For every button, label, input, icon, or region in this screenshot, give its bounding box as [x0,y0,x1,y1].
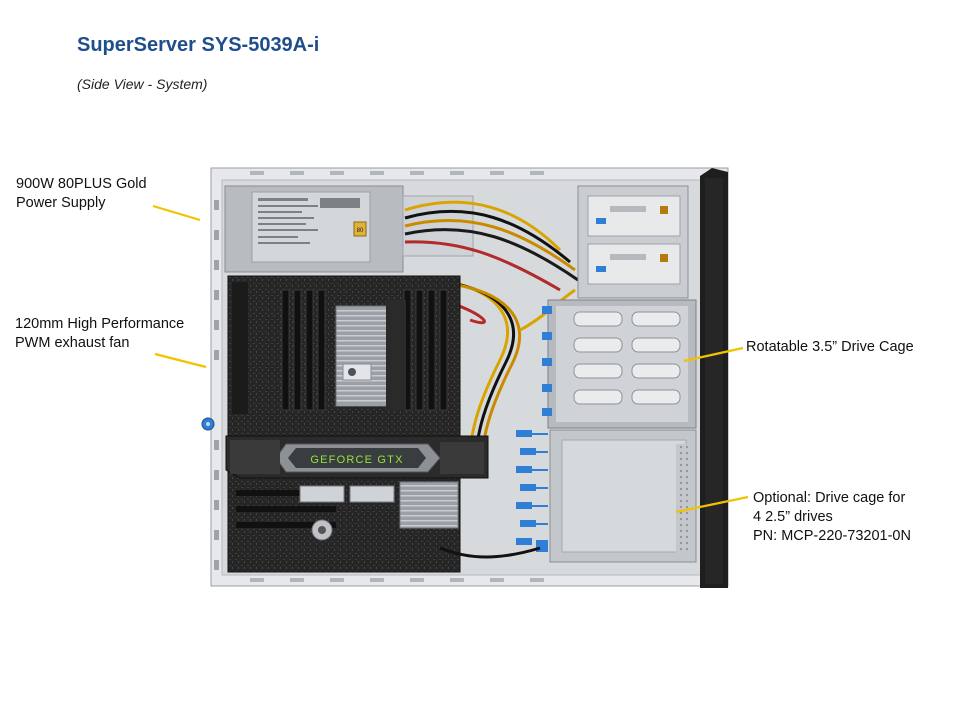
optional-cage-callout-line3: PN: MCP-220-73201-0N [753,528,911,544]
drive-cage-2-5-optional [439,429,697,563]
fan-callout: 120mm High Performance PWM exhaust fan [15,315,184,353]
optional-cage-callout: Optional: Drive cage for 4 2.5” drives P… [753,489,911,546]
drive-cage-callout: Rotatable 3.5” Drive Cage [746,338,914,357]
psu-leader-line [152,204,201,222]
fan-callout-line2: PWM exhaust fan [15,335,130,351]
page-subtitle: (Side View - System) [77,76,208,92]
drive-cage-callout-line1: Rotatable 3.5” Drive Cage [746,339,914,355]
optional-cage-callout-line1: Optional: Drive cage for [753,490,906,506]
fan-callout-line1: 120mm High Performance [15,316,185,332]
optional-cage-leader-line [675,495,749,514]
psu-callout: 900W 80PLUS Gold Power Supply [16,175,147,213]
fan-leader-line [154,352,207,369]
psu-callout-line1: 900W 80PLUS Gold [16,176,147,192]
drive-cage-leader-line [683,346,744,363]
callout-leaders [152,204,749,514]
motherboard [227,275,461,573]
page-title: SuperServer SYS-5039A-i [77,34,320,56]
graphics-card: GEFORCE GTX [225,435,489,479]
optional-cage-callout-line2: 4 2.5” drives [753,509,833,525]
psu-callout-line2: Power Supply [16,195,106,211]
psu-gold-badge: 80 [357,228,364,234]
drive-cage-3-5 [542,299,697,429]
power-cables [404,200,579,465]
optical-drive-bays [577,185,689,299]
gpu-label: GEFORCE GTX [310,454,403,466]
